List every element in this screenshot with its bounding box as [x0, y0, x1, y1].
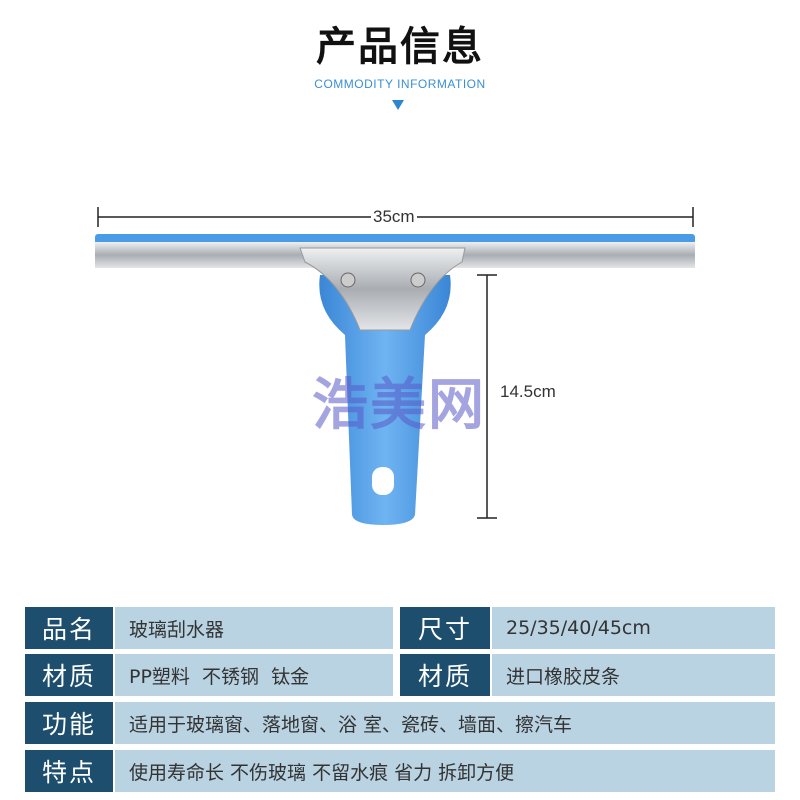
spec-label: 品名 — [25, 607, 113, 649]
spec-value: PP塑料 不锈钢 钛金 — [115, 654, 393, 696]
spec-label: 材质 — [25, 654, 113, 696]
rubber-blade — [95, 234, 695, 244]
spec-value: 使用寿命长 不伤玻璃 不留水痕 省力 拆卸方便 — [115, 750, 775, 792]
handle — [319, 275, 451, 525]
watermark: 浩美网 — [312, 373, 486, 438]
spec-value: 玻璃刮水器 — [115, 607, 393, 649]
spec-row: 特点 使用寿命长 不伤玻璃 不留水痕 省力 拆卸方便 — [25, 750, 775, 792]
spec-row: 功能 适用于玻璃窗、落地窗、浴 室、瓷砖、墙面、擦汽车 — [25, 702, 775, 744]
steel-plate — [299, 247, 466, 331]
height-dimension-line — [477, 274, 497, 519]
page-subtitle: COMMODITY INFORMATION — [314, 77, 486, 91]
width-label: 35cm — [371, 207, 417, 227]
spec-row: 材质 PP塑料 不锈钢 钛金 材质 进口橡胶皮条 — [25, 654, 775, 696]
down-triangle-icon — [392, 100, 404, 110]
spec-value: 进口橡胶皮条 — [492, 654, 775, 696]
spec-label: 特点 — [25, 750, 113, 792]
spec-label: 功能 — [25, 702, 113, 744]
spec-label: 材质 — [400, 654, 490, 696]
handle-hole — [372, 467, 394, 495]
spec-label: 尺寸 — [400, 607, 490, 649]
page-title: 产品信息 — [316, 24, 484, 70]
squeegee-image — [95, 207, 695, 525]
spec-value: 25/35/40/45cm — [492, 607, 775, 649]
spec-value: 适用于玻璃窗、落地窗、浴 室、瓷砖、墙面、擦汽车 — [115, 702, 775, 744]
height-label: 14.5cm — [498, 382, 558, 402]
spec-row: 品名 玻璃刮水器 尺寸 25/35/40/45cm — [25, 607, 775, 649]
